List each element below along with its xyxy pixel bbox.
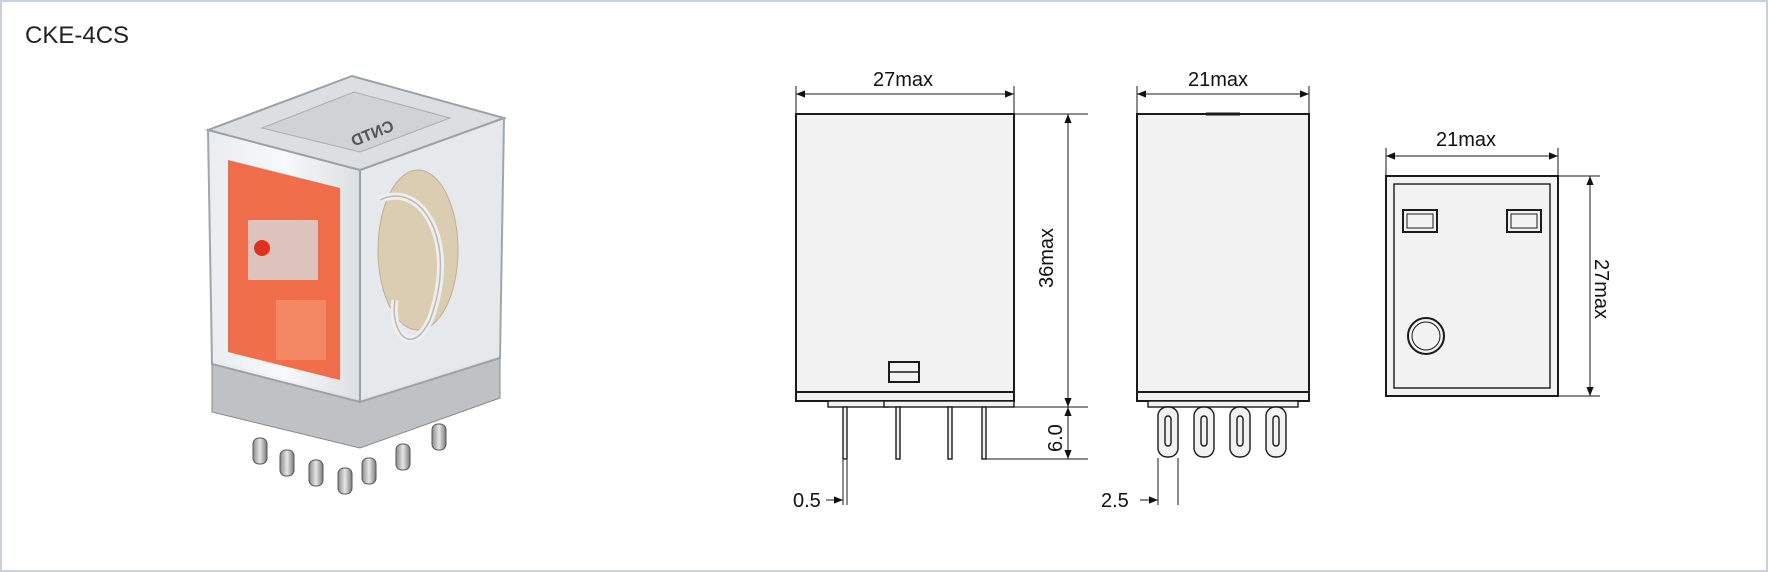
front-body (1136, 113, 1310, 393)
top-body (1385, 175, 1559, 397)
top-depth-label: 27max (1590, 259, 1612, 319)
photo-pins (252, 423, 447, 495)
top-slot-left (1402, 209, 1438, 233)
top-width-label: 21max (1436, 129, 1496, 151)
top-slot-right (1506, 209, 1542, 233)
front-width-label: 21max (1188, 69, 1248, 91)
photo-actuator (228, 160, 340, 380)
side-body (795, 113, 1015, 393)
side-view (795, 86, 1088, 505)
front-pin-pitch-label: 2.5 (1101, 490, 1129, 512)
side-pin-length-label: 6.0 (1045, 424, 1067, 452)
front-pins (1157, 406, 1287, 458)
side-pins (842, 406, 987, 460)
side-height-label: 36max (1036, 228, 1058, 288)
model-title: CKE-4CS (25, 22, 130, 49)
top-view (1385, 148, 1600, 397)
top-indicator-hole (1407, 317, 1445, 355)
side-pin-thickness-label: 0.5 (793, 490, 821, 512)
front-view (1136, 86, 1310, 505)
side-width-label: 27max (873, 69, 933, 91)
relay-photo: CNTD (204, 74, 508, 495)
